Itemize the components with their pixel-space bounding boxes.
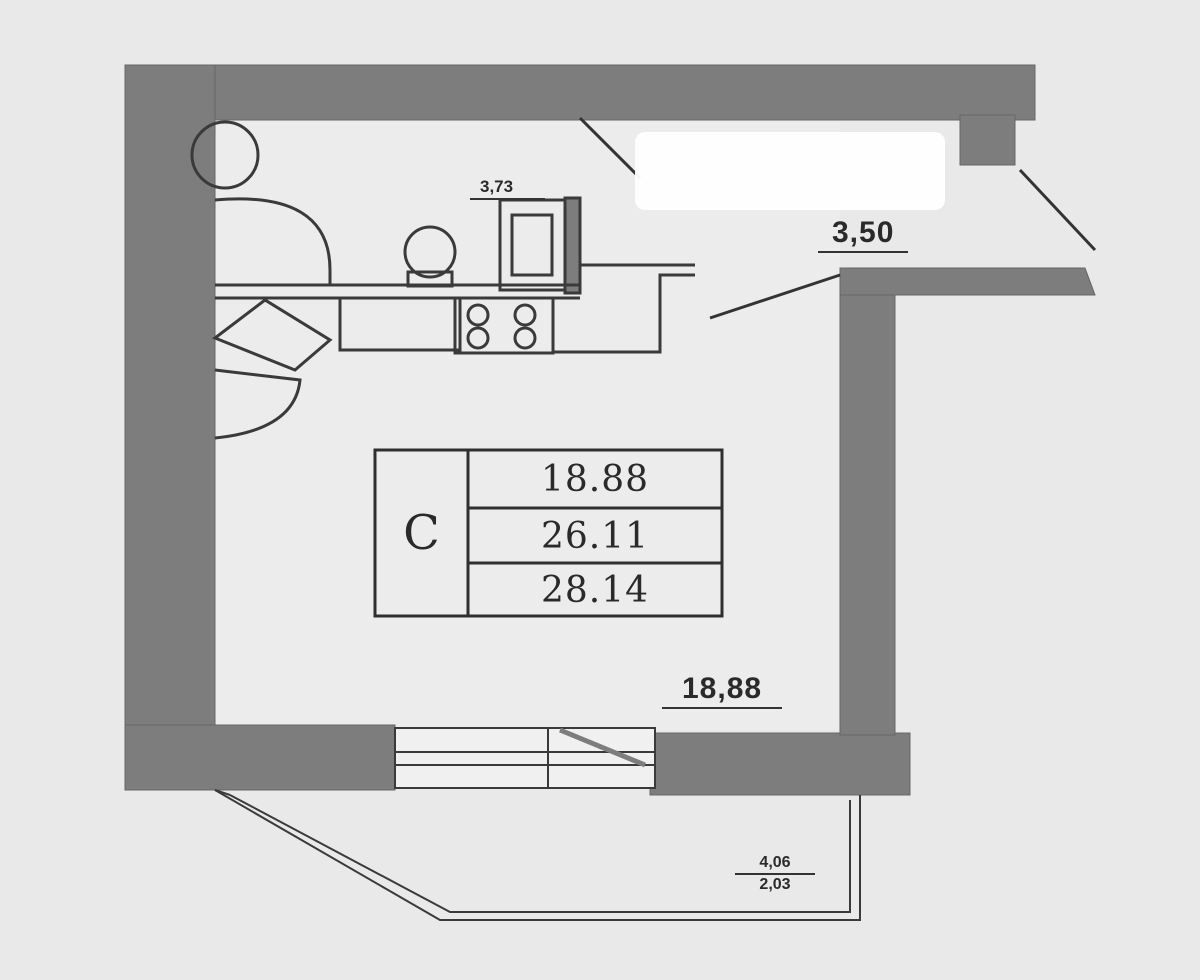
walls	[124, 64, 1096, 796]
corner-tub	[214, 197, 332, 287]
balcony-area-bottom: 2,03	[759, 876, 791, 893]
kitchen-counter	[190, 120, 695, 440]
worktop	[338, 296, 462, 352]
legend-table	[373, 448, 724, 618]
window	[394, 727, 656, 789]
entrance-door	[578, 116, 1097, 320]
legend-row-1: 18.88	[540, 459, 650, 500]
left-wall	[124, 64, 216, 791]
legend-type: С	[403, 505, 441, 561]
balcony-area-label: 4,06 2,03	[735, 855, 815, 893]
hall-area-label: 3,50	[818, 218, 909, 253]
room-area-label: 18,88	[662, 674, 783, 709]
bath-arc	[214, 368, 302, 440]
hall-wall	[839, 267, 1096, 296]
bottom-wall-right	[649, 732, 911, 796]
top-wall	[124, 64, 1036, 121]
room-floor	[215, 120, 840, 730]
bottom-wall-left	[124, 724, 396, 791]
shower-tray	[211, 298, 333, 372]
legend-row-3: 28.14	[540, 569, 650, 611]
redacted-area	[635, 132, 945, 210]
top-wall-stub	[959, 114, 1016, 166]
legend-row-2: 26.11	[540, 515, 650, 557]
balcony	[214, 789, 861, 921]
sink-round	[190, 120, 260, 190]
toilet	[403, 225, 457, 279]
balcony-area-top: 4,06	[735, 855, 815, 875]
kitchen-area-label: 3,73	[470, 178, 546, 200]
right-wall	[839, 269, 896, 736]
